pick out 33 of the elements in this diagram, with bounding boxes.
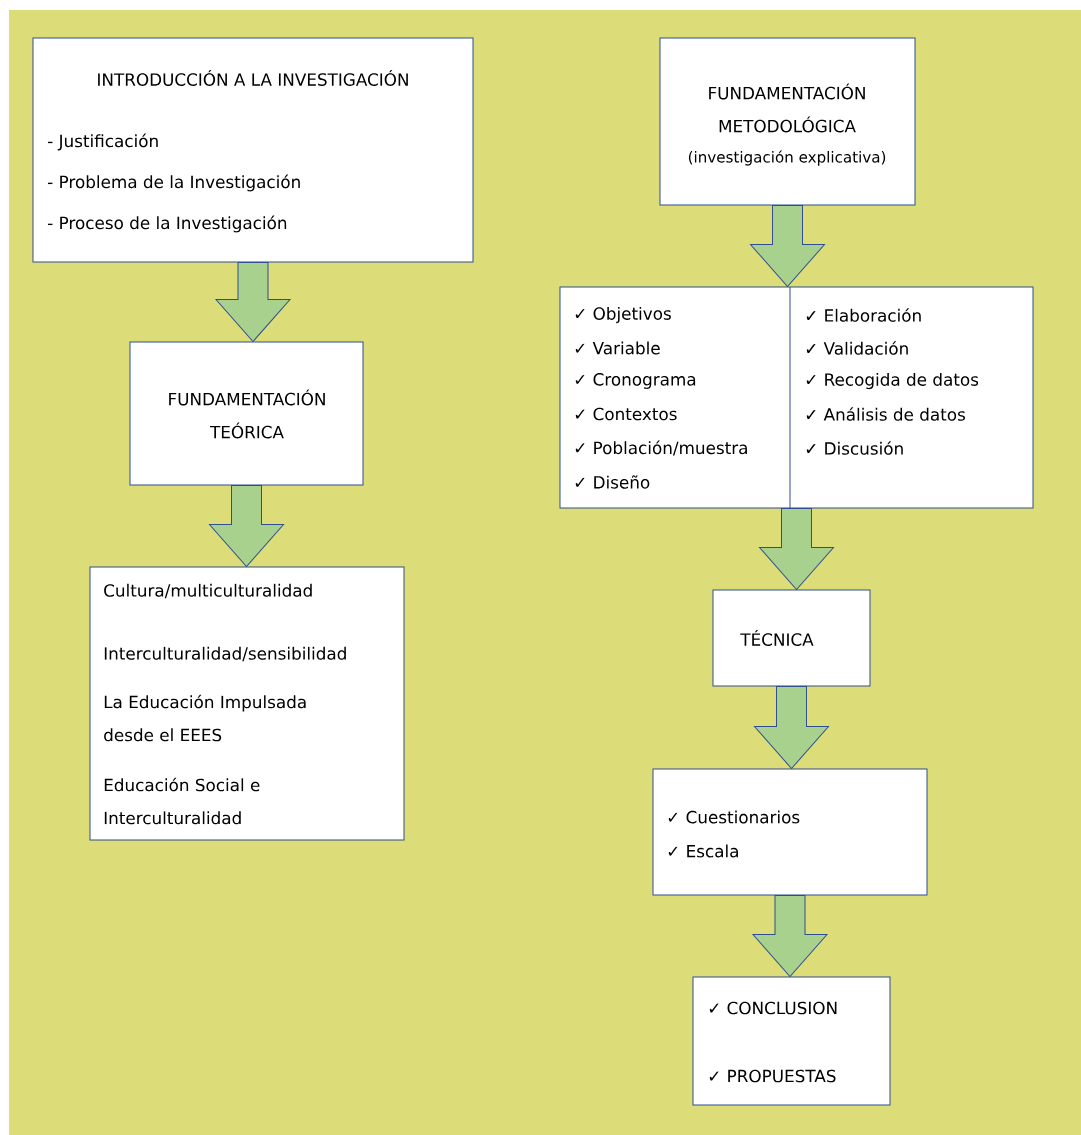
checklist-item: ✓ Validación <box>806 341 908 355</box>
block-arrow <box>759 508 834 590</box>
checklist-item: ✓ Diseño <box>575 475 650 489</box>
list-item: - Problema de la Investigación <box>48 174 300 192</box>
checklist-item: ✓ Objetivos <box>575 306 671 324</box>
list-item: - Justificación <box>48 133 158 151</box>
checklist-item: ✓ Análisis de datos <box>806 407 965 421</box>
checklist-item: ✓ Discusión <box>806 441 903 455</box>
list-item: Interculturalidad/sensibilidad <box>104 646 346 662</box>
block-arrow <box>750 205 825 287</box>
list-item: Educación Social e Interculturalidad <box>104 777 260 825</box>
box-heading: FUNDAMENTACIÓN METODOLÓGICA <box>709 83 865 133</box>
checklist-item: ✓ CONCLUSION <box>709 1001 837 1015</box>
box-heading: INTRODUCCIÓN A LA INVESTIGACIÓN <box>98 70 408 86</box>
box-subtitle: (investigación explicativa) <box>688 150 886 166</box>
block-arrow <box>752 895 828 977</box>
block-arrow <box>215 262 291 342</box>
block-arrow <box>754 686 829 769</box>
checklist-item: ✓ Variable <box>575 341 660 355</box>
checklist-item: ✓ Cuestionarios <box>668 810 800 824</box>
list-item: Cultura/multiculturalidad <box>104 583 312 599</box>
checklist-item: ✓ Contextos <box>575 407 677 421</box>
checklist-item: ✓ PROPUESTAS <box>709 1069 836 1083</box>
list-item: La Educación Impulsada desde el EEES <box>104 694 306 742</box>
box-heading: FUNDAMENTACIÓN TEÓRICA <box>169 389 325 439</box>
list-item: - Proceso de la Investigación <box>48 215 287 233</box>
checklist-item: ✓ Escala <box>668 844 738 858</box>
checklist-item: ✓ Población/muestra <box>575 440 747 456</box>
block-arrow <box>209 485 284 567</box>
checklist-item: ✓ Elaboración <box>806 308 921 322</box>
checklist-item: ✓ Recogida de datos <box>806 372 979 390</box>
checklist-item: ✓ Cronograma <box>575 373 696 389</box>
box-heading: TÉCNICA <box>740 630 814 646</box>
